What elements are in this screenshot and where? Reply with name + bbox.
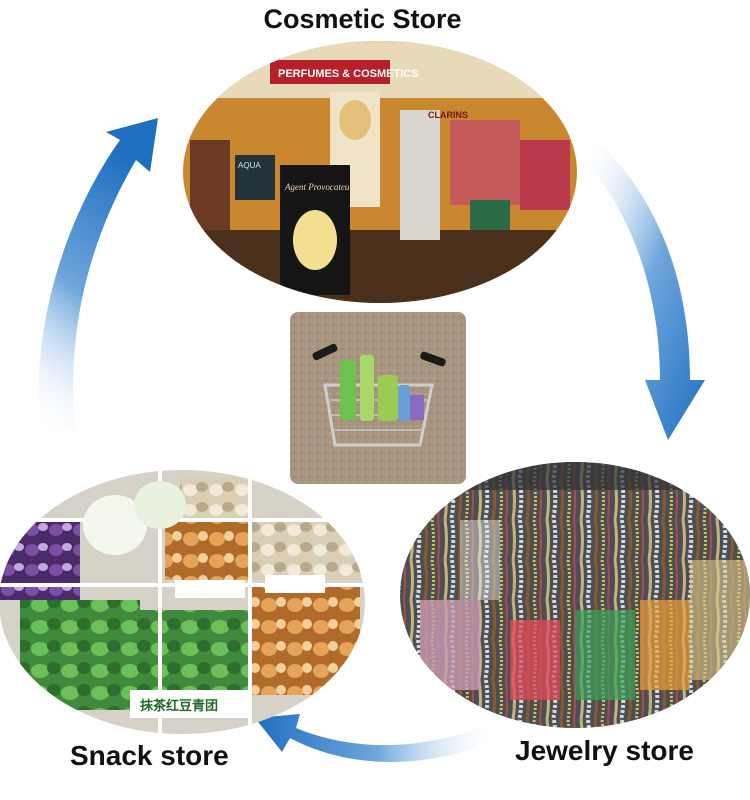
arrow-bottom-icon [255,714,500,762]
shopping-basket-icon [312,343,446,447]
jewelry-store-photo [400,462,750,728]
cosmetic-store-photo: PERFUMES & COSMETICS Agent Provocateur A… [183,41,577,303]
perfume-ad-text: Agent Provocateur [284,182,353,192]
cosmetics-banner-text: PERFUMES & COSMETICS [278,68,419,80]
clarins-sign-text: CLARINS [428,110,468,120]
snack-store-label: Snack store [70,740,229,771]
shopping-basket-photo [290,312,466,484]
jewelry-store-label: Jewelry store [515,735,694,766]
snack-sign-text: 抹茶红豆青团 [140,698,218,714]
arrow-right-icon [584,142,705,440]
snack-store-photo: 抹茶红豆青团 [0,470,365,734]
cosmetic-store-label: Cosmetic Store [263,4,462,34]
aqua-sign-text: AQUA [238,161,261,170]
arrow-left-icon [38,118,158,430]
